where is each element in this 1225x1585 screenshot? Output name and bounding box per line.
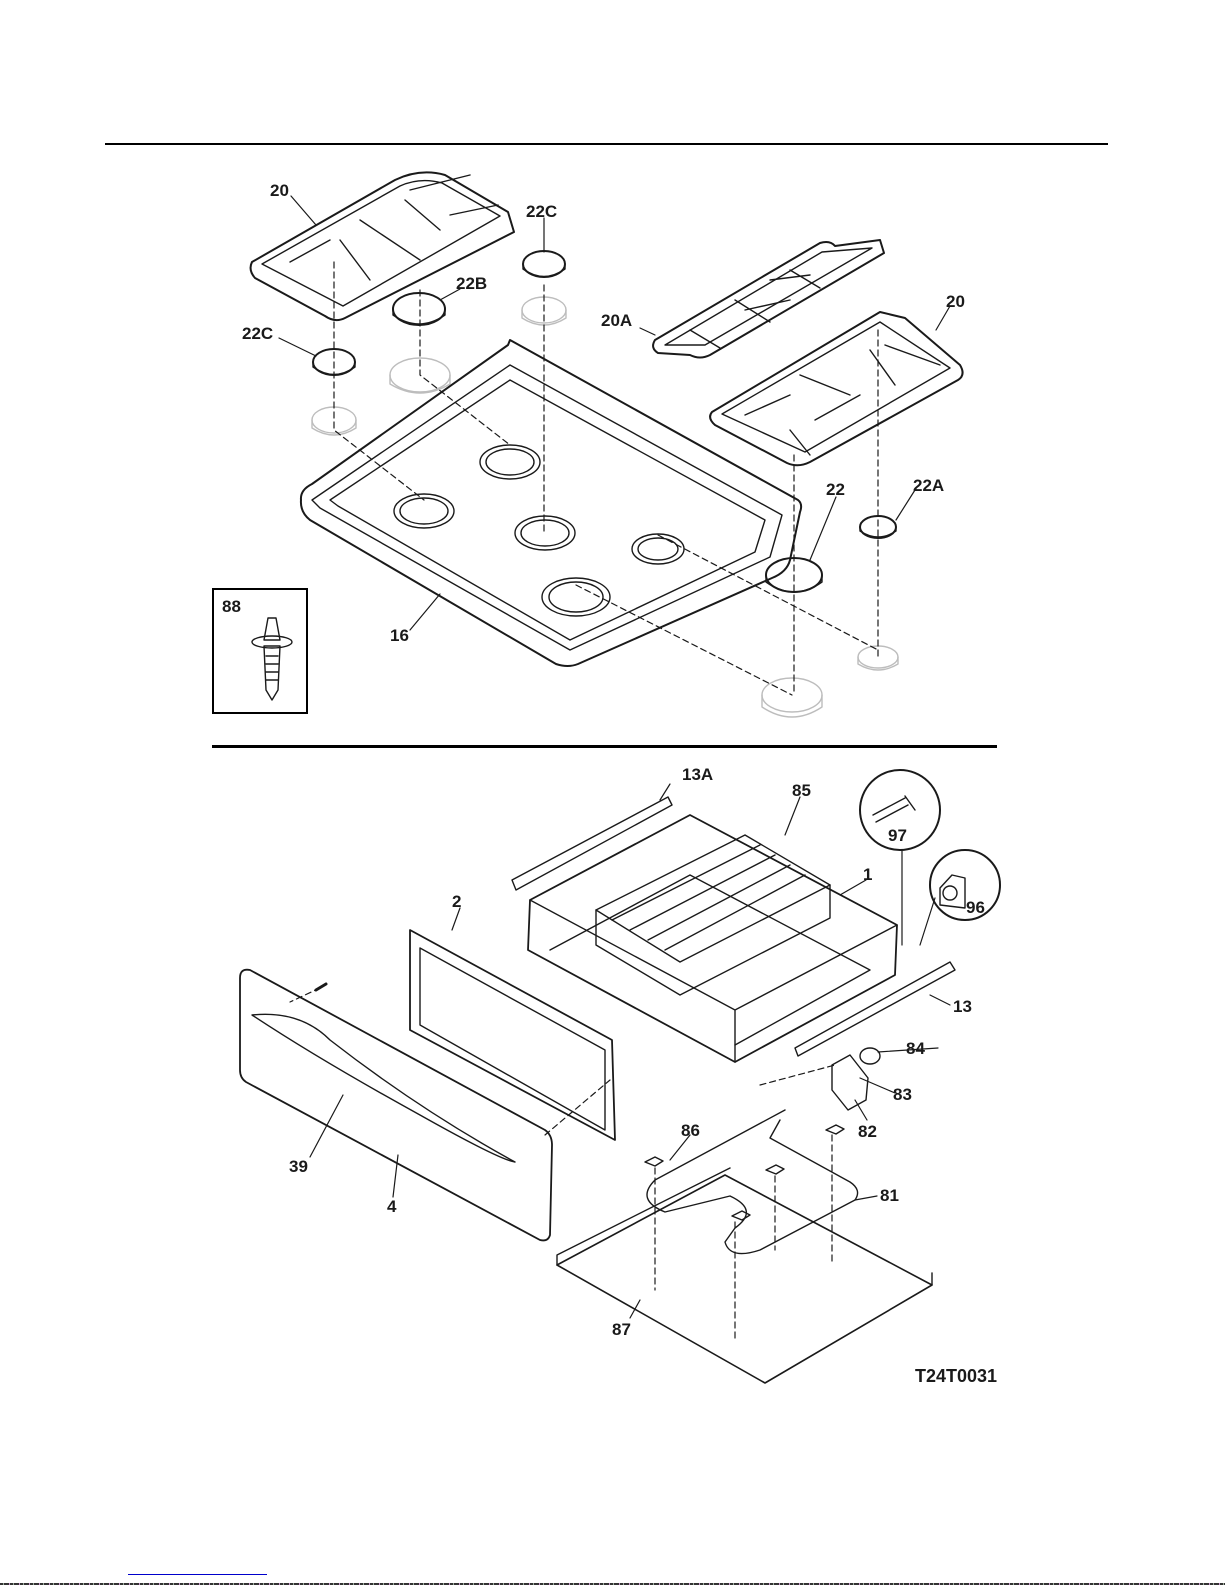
callout-97: 97 bbox=[888, 826, 907, 845]
callout-20-right: 20 bbox=[946, 292, 965, 311]
callout-1: 1 bbox=[863, 865, 873, 884]
callout-83: 83 bbox=[893, 1085, 912, 1104]
grate-right-part bbox=[709, 311, 964, 467]
rail-13-part bbox=[794, 961, 956, 1057]
drawer-body-1-part bbox=[527, 814, 898, 1063]
callout-16: 16 bbox=[390, 626, 409, 645]
callout-22a: 22A bbox=[913, 476, 945, 495]
bottom-tray-87-part bbox=[556, 1167, 933, 1384]
callout-22b: 22B bbox=[456, 274, 488, 293]
cooktop-16-part bbox=[299, 339, 803, 667]
drawing-code: T24T0031 bbox=[915, 1366, 998, 1386]
header-rule bbox=[105, 143, 1108, 145]
leader-lines-drawer bbox=[309, 783, 951, 1319]
clips-86-part bbox=[644, 1124, 845, 1221]
link-underline[interactable] bbox=[128, 1574, 267, 1575]
burner-cap-22b bbox=[392, 292, 446, 326]
inset-box-screw-88 bbox=[212, 588, 308, 714]
clip-96-inset bbox=[929, 849, 1001, 921]
burner-heads-ghost bbox=[311, 296, 899, 718]
callout-82: 82 bbox=[858, 1122, 877, 1141]
callout-4: 4 bbox=[387, 1197, 397, 1216]
assembly-lines-drawer bbox=[289, 987, 836, 1339]
callout-22c-right: 22C bbox=[526, 202, 558, 221]
callout-88: 88 bbox=[222, 597, 241, 616]
burner-cap-22c-right bbox=[522, 250, 566, 278]
callout-86: 86 bbox=[681, 1121, 700, 1140]
callout-84: 84 bbox=[906, 1039, 925, 1058]
grate-center-20a-part bbox=[652, 239, 885, 359]
callout-22: 22 bbox=[826, 480, 845, 499]
callout-13: 13 bbox=[953, 997, 972, 1016]
rack-85-part bbox=[595, 834, 831, 996]
drawer-front-4-part bbox=[239, 968, 553, 1242]
leader-lines-cooktop bbox=[278, 195, 951, 631]
callout-81: 81 bbox=[880, 1186, 899, 1205]
callout-20-left: 20 bbox=[270, 181, 289, 200]
rail-13a-part bbox=[511, 796, 673, 891]
brackets-82-83-84-part bbox=[831, 1047, 881, 1111]
inner-panel-2-part bbox=[409, 929, 616, 1141]
callout-20a: 20A bbox=[601, 311, 633, 330]
handle-39-part bbox=[251, 1013, 516, 1163]
callout-13a: 13A bbox=[682, 765, 714, 784]
screw-97-inset bbox=[859, 769, 941, 851]
page-bottom-edge bbox=[0, 1583, 1225, 1585]
callout-2: 2 bbox=[452, 892, 462, 911]
callout-22c-left: 22C bbox=[242, 324, 274, 343]
section-divider bbox=[212, 745, 997, 748]
assembly-lines-cooktop bbox=[333, 261, 879, 696]
inset-screw-88-part bbox=[251, 617, 293, 701]
callout-87: 87 bbox=[612, 1320, 631, 1339]
callout-85: 85 bbox=[792, 781, 811, 800]
grate-left-part bbox=[249, 171, 515, 322]
callout-39: 39 bbox=[289, 1157, 308, 1176]
callout-96: 96 bbox=[966, 898, 985, 917]
heating-element-81-part bbox=[646, 1109, 859, 1255]
